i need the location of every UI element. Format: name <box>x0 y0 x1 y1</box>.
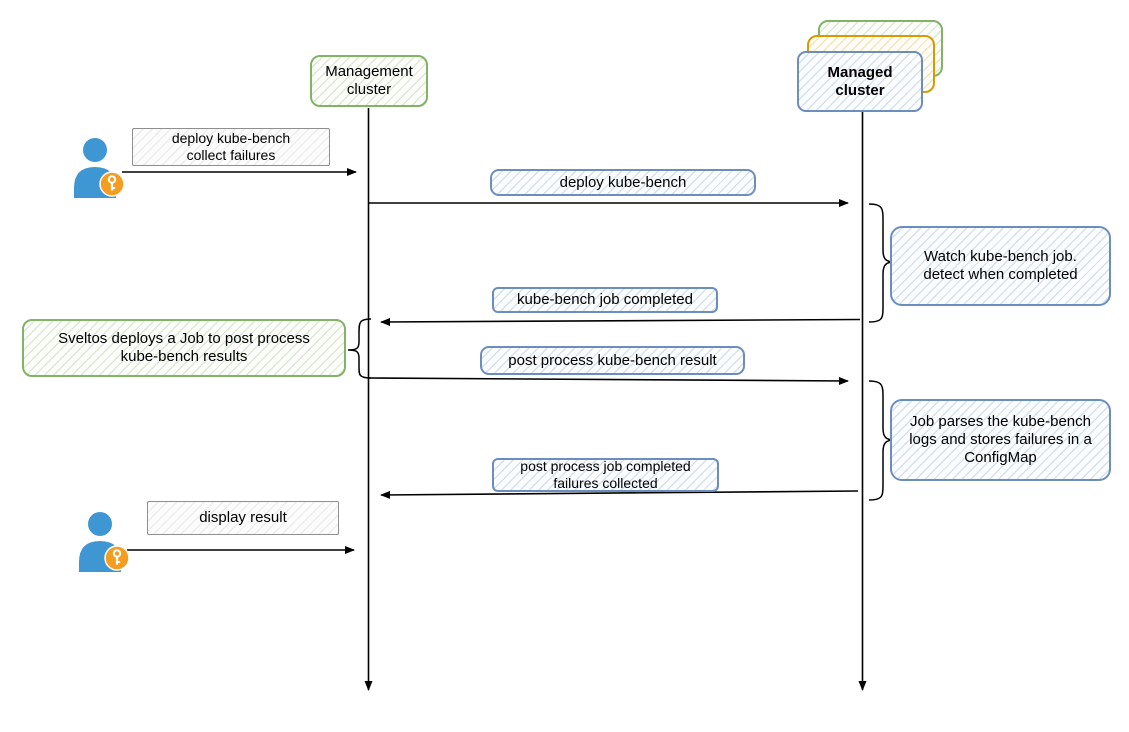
note-watch-kube-bench-job: Watch kube-bench job. detect when comple… <box>890 226 1111 306</box>
arrow-post-process <box>368 376 849 385</box>
arrow-post-process-completed <box>380 490 859 499</box>
label-post-process-kube-bench-result: post process kube-bench result <box>480 346 745 375</box>
label-deploy-kube-bench: deploy kube-bench <box>490 169 756 196</box>
arrow-job-completed <box>380 317 861 326</box>
user-with-key-icon <box>79 512 130 572</box>
user-with-key-icon <box>74 138 125 198</box>
label-kube-bench-job-completed: kube-bench job completed <box>492 287 718 313</box>
label-display-result: display result <box>147 501 339 535</box>
note-sveltos-deploys-job: Sveltos deploys a Job to post process ku… <box>22 319 346 377</box>
participant-management-cluster: Management cluster <box>310 55 428 107</box>
brace-sveltos <box>347 318 372 379</box>
label-post-process-job-completed: post process job completed failures coll… <box>492 458 719 492</box>
note-job-parses-logs: Job parses the kube-bench logs and store… <box>890 399 1111 481</box>
label-deploy-collect-failures: deploy kube-bench collect failures <box>132 128 330 166</box>
participant-managed-cluster: Managed cluster <box>797 51 923 112</box>
